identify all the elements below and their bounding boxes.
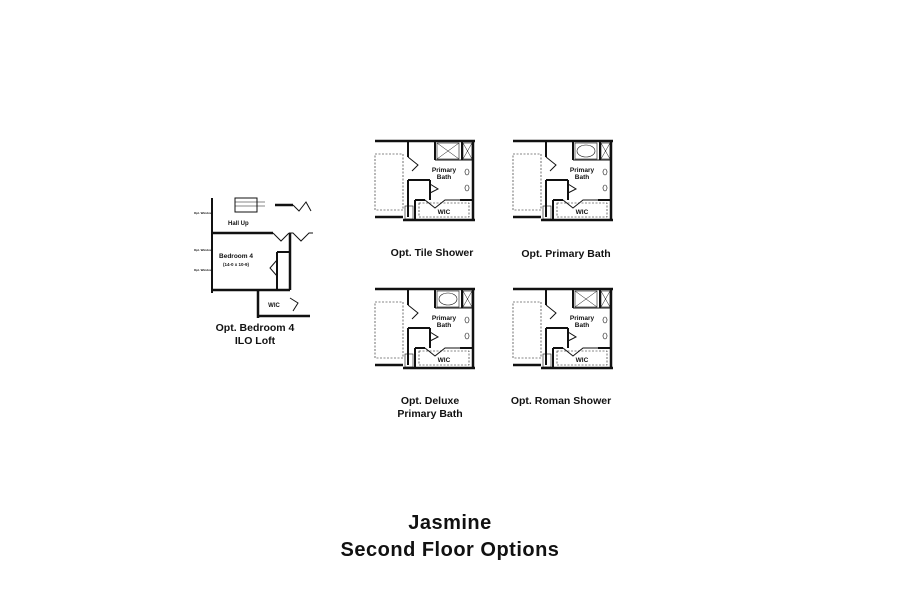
bath-label: Bath <box>575 322 589 329</box>
roman-shower-plan: Primary Bath WIC <box>512 287 613 370</box>
caption-line: Opt. Bedroom 4 <box>215 322 295 334</box>
bedroom-4-label: Bedroom 4 <box>219 253 253 260</box>
tile-shower-caption: Opt. Tile Shower <box>390 247 474 259</box>
window-label: Opt. Window <box>194 211 213 215</box>
deluxe-bath-plan: Primary Bath WIC <box>374 287 475 370</box>
bath-label: Bath <box>437 322 451 329</box>
primary-bath-plan: Primary Bath WIC <box>512 139 613 222</box>
bath-label: Primary <box>570 167 595 174</box>
bedroom-4-size: (14-0 x 10-9) <box>223 262 250 267</box>
primary-bath-caption: Opt. Primary Bath <box>521 248 611 260</box>
page-subtitle: Second Floor Options <box>340 539 560 561</box>
wic-label: WIC <box>438 209 451 216</box>
roman-shower-caption: Opt. Roman Shower <box>510 395 612 407</box>
bedroom-4-caption: Opt. Bedroom 4 ILO Loft <box>216 322 295 348</box>
wic-label: WIC <box>438 357 451 364</box>
bath-label: Primary <box>432 315 457 322</box>
bath-label: Bath <box>575 174 589 181</box>
hall-label: Hall Up <box>228 221 249 227</box>
bath-label: Primary <box>570 315 595 322</box>
window-label: Opt. Window <box>194 248 213 252</box>
caption-line: ILO Loft <box>234 335 276 347</box>
bath-label: Primary <box>432 167 457 174</box>
wic-label: WIC <box>576 357 589 364</box>
deluxe-bath-caption: Opt. Deluxe Primary Bath <box>397 395 462 421</box>
caption-line: Opt. Deluxe <box>400 395 460 407</box>
wic-label: WIC <box>576 209 589 216</box>
window-label: Opt. Window <box>194 268 213 272</box>
bath-label: Bath <box>437 174 451 181</box>
page-title: Jasmine <box>408 512 492 534</box>
bedroom-4-wic-label: WIC <box>268 303 280 309</box>
caption-line: Primary Bath <box>397 408 463 420</box>
tile-shower-plan: Primary Bath WIC <box>374 139 475 222</box>
bedroom-4-plan <box>211 197 313 318</box>
